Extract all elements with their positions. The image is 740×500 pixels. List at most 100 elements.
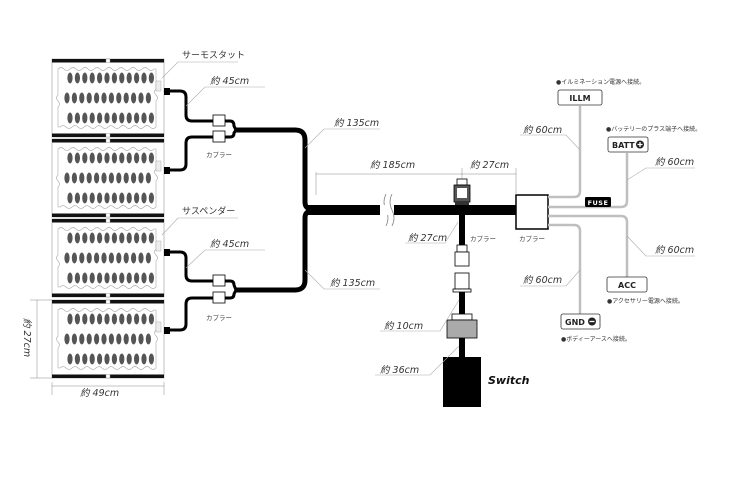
heating-element [126,192,132,204]
heating-element [111,72,117,84]
heating-element [131,333,137,345]
illm-terminal[interactable]: ILLM [557,89,603,106]
heating-element [82,72,88,84]
switch-label: Switch [488,374,530,387]
heating-element [97,112,103,124]
heating-element [134,72,140,84]
heater-pad-1 [51,58,165,138]
heating-element [148,232,154,244]
heating-element [119,313,125,325]
heating-element [131,92,137,104]
switch-body[interactable] [443,357,481,407]
top-branch-cable [236,127,313,212]
illm-note: ●イルミネーション電源へ接続。 [556,78,645,86]
main-trunk-cable [308,205,516,215]
gnd-note: ●ボディーアースへ接続。 [561,335,631,343]
main-coupler-label: カプラー [519,235,545,243]
acc-note: ●アクセサリー電源へ接続。 [607,297,684,305]
pad-3-pigtail [170,250,213,283]
heating-element [101,92,107,104]
heating-element [119,72,125,84]
pad-4-pigtail [170,296,213,332]
pad-3-plug [164,249,170,256]
heating-element [148,313,154,325]
heating-element [89,272,95,284]
heating-element [123,172,129,184]
heating-element [123,252,129,264]
batt-terminal[interactable]: BATT [607,136,649,153]
batt-note: ●バッテリーのプラス端子へ接続。 [606,125,701,133]
heating-element [64,92,70,104]
heating-element [126,272,132,284]
heating-element [148,112,154,124]
heating-element [126,232,132,244]
heating-element [134,112,140,124]
heating-element [134,192,140,204]
heating-element [111,272,117,284]
heating-element [148,353,154,365]
heating-element [74,152,80,164]
suspender-label: サスペンダー [182,205,235,217]
top-branch-length: 約 135cm [334,118,379,129]
heating-element [97,152,103,164]
leader-lines [161,61,695,376]
heating-element [104,353,110,365]
bottom-branch-cable [236,208,313,293]
switch-drop-cable [459,215,465,245]
heating-element [111,313,117,325]
heating-element [104,192,110,204]
gnd-wire-length: 約 60cm [523,275,562,286]
heating-element [89,152,95,164]
heating-element [94,172,100,184]
heating-element [116,252,122,264]
thermostat-label: サーモスタット [182,50,245,61]
heating-element [138,92,144,104]
gnd-terminal[interactable]: GND [560,313,601,330]
heating-element [116,92,122,104]
heating-element [86,92,92,104]
heating-element [67,72,73,84]
heating-element [71,252,77,264]
heating-element [126,353,132,365]
switch-connector [446,319,478,339]
heating-element [145,252,151,264]
heater-pad-4 [51,299,165,379]
heating-element [111,152,117,164]
heating-element [126,72,132,84]
heating-element [145,172,151,184]
heating-element [86,333,92,345]
heating-element [67,192,73,204]
heating-element [131,172,137,184]
heating-element [74,72,80,84]
heating-element [64,252,70,264]
bottom-coupler-b [212,291,226,304]
heating-element [108,172,114,184]
heating-element [138,333,144,345]
heating-element [82,313,88,325]
pad-2-elements [64,152,154,204]
heating-element [134,152,140,164]
heating-element [74,192,80,204]
fuse-badge [585,197,611,207]
heating-element [74,112,80,124]
heater-pad-3 [51,218,165,298]
heating-element [71,172,77,184]
heating-element [71,92,77,104]
heating-element [119,272,125,284]
acc-terminal[interactable]: ACC [606,276,648,293]
heating-element [141,313,147,325]
heating-element [74,313,80,325]
heating-element [131,252,137,264]
heating-element [82,272,88,284]
heating-element [97,72,103,84]
dimension-lines [30,168,517,395]
pad-width-dimension: 約 49cm [80,388,119,399]
heating-element [74,272,80,284]
heating-element [86,172,92,184]
pad-4-elements [64,313,154,365]
heating-element [108,92,114,104]
heating-element [97,232,103,244]
top-coupler-b [212,130,226,143]
heating-element [79,172,85,184]
